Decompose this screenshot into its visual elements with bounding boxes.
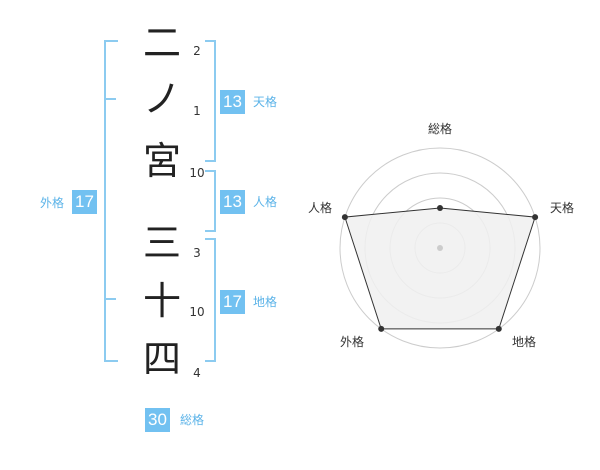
tenkaku-bracket: [205, 40, 216, 162]
radar-point-5: [341, 214, 348, 221]
jinkaku-label: 人格: [253, 195, 278, 209]
soukaku-value-badge: 30: [145, 408, 170, 432]
name-char-6: 四: [142, 337, 181, 381]
bracket-tick: [106, 298, 116, 300]
radar-point-3: [495, 325, 502, 332]
gaikaku-value-badge: 17: [72, 190, 97, 214]
radar-point-2: [532, 214, 539, 221]
stroke-count-1: 2: [193, 44, 201, 58]
name-char-2: ノ: [142, 77, 181, 121]
stroke-count-6: 4: [193, 366, 201, 380]
tenkaku-value-badge: 13: [220, 90, 245, 114]
bracket-tick: [106, 98, 116, 100]
jinkaku-bracket: [205, 170, 216, 232]
chikaku-bracket: [205, 238, 216, 362]
tenkaku-label: 天格: [253, 95, 278, 109]
jinkaku-value-badge: 13: [220, 190, 245, 214]
name-char-5: 十: [142, 279, 181, 323]
stroke-count-3: 10: [189, 166, 205, 180]
name-char-4: 三: [142, 221, 181, 265]
soukaku-label: 総格: [180, 413, 205, 427]
radar-area: [344, 207, 536, 330]
radar-label-soukaku: 総格: [428, 122, 453, 136]
radar-label-tenkaku: 天格: [550, 201, 575, 215]
radar-point-1: [437, 205, 443, 211]
gaikaku-label: 外格: [40, 196, 65, 210]
name-char-1: 二: [142, 21, 181, 65]
chikaku-value-badge: 17: [220, 290, 245, 314]
stroke-count-2: 1: [193, 104, 201, 118]
stroke-count-4: 3: [193, 246, 201, 260]
radar-center: [437, 245, 443, 251]
stroke-count-5: 10: [189, 305, 205, 319]
gaikaku-bracket: [104, 40, 118, 362]
radar-label-jinkaku: 人格: [308, 201, 333, 215]
chikaku-label: 地格: [253, 295, 278, 309]
name-char-3: 宮: [142, 139, 181, 183]
radar-point-4: [378, 325, 385, 332]
radar-ring: [339, 147, 541, 349]
radar-label-gaikaku: 外格: [340, 335, 365, 349]
radar-label-chikaku: 地格: [512, 335, 537, 349]
